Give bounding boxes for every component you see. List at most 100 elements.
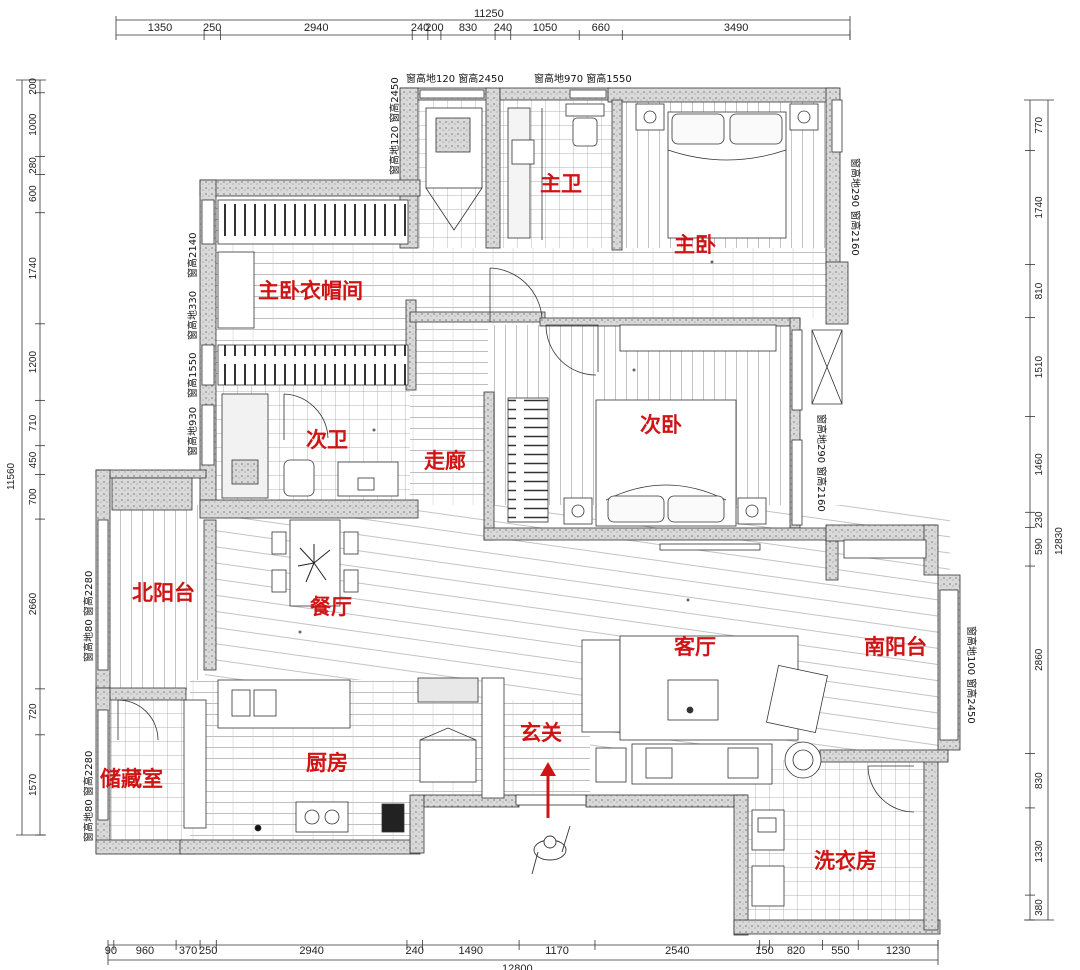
left-dimension — [16, 79, 46, 836]
dimension-label: 1000 — [28, 113, 39, 136]
top-total-dim: 11250 — [474, 8, 504, 20]
window-note-bath2-top: 窗高1550 — [186, 353, 199, 398]
hall-strip-floor — [542, 248, 832, 318]
dimension-label: 660 — [592, 22, 610, 34]
dimension-label: 200 — [425, 22, 443, 34]
windows — [97, 89, 959, 821]
right-total-dim: 12830 — [1054, 527, 1065, 555]
south-balcony-cabinet — [811, 329, 927, 559]
room-label-master-bedroom: 主卧 — [674, 233, 716, 257]
dimension-label: 810 — [1034, 282, 1045, 299]
left-total-dim: 11560 — [6, 462, 17, 490]
dimension-label: 2940 — [299, 945, 323, 957]
kitchen-counter — [183, 679, 405, 833]
master-bed — [635, 103, 819, 239]
corridor-doors — [489, 267, 599, 376]
window-note-north-balcony: 窗高地80 窗高2280 — [82, 571, 95, 662]
laundry-fixtures — [751, 765, 915, 907]
second-bed — [563, 399, 767, 551]
window-note-storage: 窗高地80 窗高2280 — [82, 751, 95, 842]
dimension-label: 450 — [28, 451, 39, 468]
dimension-label: 1460 — [1034, 453, 1045, 476]
dining-table — [271, 519, 359, 607]
room-label-north-balcony: 北阳台 — [132, 581, 195, 605]
bottom-dimension — [107, 940, 939, 965]
room-label-laundry: 洗衣房 — [814, 849, 877, 873]
wardrobe-second-bedroom — [507, 324, 777, 523]
dimension-label: 770 — [1034, 116, 1045, 133]
dimension-label: 230 — [1034, 511, 1045, 528]
dimension-label: 820 — [787, 945, 805, 957]
room-label-kitchen: 厨房 — [306, 751, 348, 775]
cad-tags — [138, 260, 852, 872]
dimension-label: 370 — [179, 945, 197, 957]
dimension-label: 590 — [1034, 538, 1045, 555]
room-label-second-bath: 次卫 — [306, 428, 348, 452]
right-segment-dims: 770 1740 810 1510 1460 230 590 2860 830 1330 380 — [1034, 116, 1045, 915]
dimension-label: 240 — [494, 22, 512, 34]
dimension-label: 2860 — [1034, 648, 1045, 671]
master-bathroom-fixtures — [425, 103, 605, 240]
dimension-label: 2540 — [665, 945, 689, 957]
plant-icon — [297, 544, 331, 583]
dimension-label: 240 — [406, 945, 424, 957]
window-note-closet-top: 窗高2140 — [186, 233, 199, 278]
room-label-dining: 餐厅 — [310, 595, 352, 619]
dimension-label: 250 — [199, 945, 217, 957]
right-dimension — [1024, 99, 1054, 921]
dimension-label: 550 — [831, 945, 849, 957]
dimension-label: 240 — [411, 22, 429, 34]
dimension-label: 2940 — [304, 22, 328, 34]
second-bathroom-fixtures — [221, 393, 399, 499]
window-note-top-1: 窗高地120 窗高2450 — [406, 72, 504, 85]
person-icon — [531, 825, 571, 875]
dimension-label: 90 — [105, 945, 117, 957]
north-balcony-floor — [112, 505, 207, 690]
dimension-label: 1350 — [148, 22, 172, 34]
room-label-south-balcony: 南阳台 — [864, 635, 927, 659]
dimension-label: 1740 — [28, 257, 39, 280]
dimension-label: 200 — [28, 78, 39, 95]
north-balcony-shelves — [111, 477, 193, 511]
dimension-label: 700 — [28, 488, 39, 505]
dimension-label: 600 — [28, 185, 39, 202]
dimension-label: 3490 — [724, 22, 748, 34]
left-segment-dims: 2001000280600174012007104507002660720157… — [28, 78, 39, 796]
room-label-master-bath: 主卫 — [540, 172, 582, 196]
dimension-label: 1570 — [28, 773, 39, 796]
dimension-label: 1330 — [1034, 840, 1045, 863]
entrance-arrow-icon — [540, 762, 556, 818]
window-note-top-2: 窗高地970 窗高1550 — [534, 72, 632, 85]
dimension-label: 1510 — [1034, 356, 1045, 379]
room-label-entrance: 玄关 — [520, 721, 562, 745]
dimension-label: 960 — [136, 945, 154, 957]
dimension-label: 1490 — [459, 945, 483, 957]
bottom-total-dim: 12800 — [502, 963, 533, 970]
dimension-label: 280 — [28, 157, 39, 174]
room-label-walk-in-closet: 主卧衣帽间 — [258, 279, 363, 303]
dimension-label: 1740 — [1034, 196, 1045, 219]
window-note-bed2: 窗高地290 窗高2160 — [815, 414, 828, 512]
room-label-storage: 储藏室 — [100, 767, 163, 791]
dimension-label: 150 — [755, 945, 773, 957]
living-furniture — [581, 635, 828, 785]
dimension-label: 830 — [459, 22, 477, 34]
room-label-corridor: 走廊 — [424, 449, 466, 473]
dimension-label: 710 — [28, 414, 39, 431]
window-note-closet-mid: 窗高地330 — [186, 291, 199, 340]
room-label-living: 客厅 — [674, 635, 716, 659]
dimension-label: 1230 — [886, 945, 910, 957]
top-dimension — [115, 16, 851, 40]
room-label-second-bedroom: 次卧 — [640, 413, 682, 437]
dimension-label: 830 — [1034, 772, 1045, 789]
window-note-master-bath: 窗高地120 窗高2450 — [388, 77, 401, 175]
closet-racks — [217, 199, 409, 386]
window-note-bath2-mid: 窗高地930 — [186, 407, 199, 456]
window-note-south-balcony: 窗高地100 窗高2450 — [965, 626, 978, 724]
dimension-label: 720 — [28, 703, 39, 720]
dimension-label: 380 — [1034, 899, 1045, 916]
dimension-label: 1050 — [533, 22, 557, 34]
